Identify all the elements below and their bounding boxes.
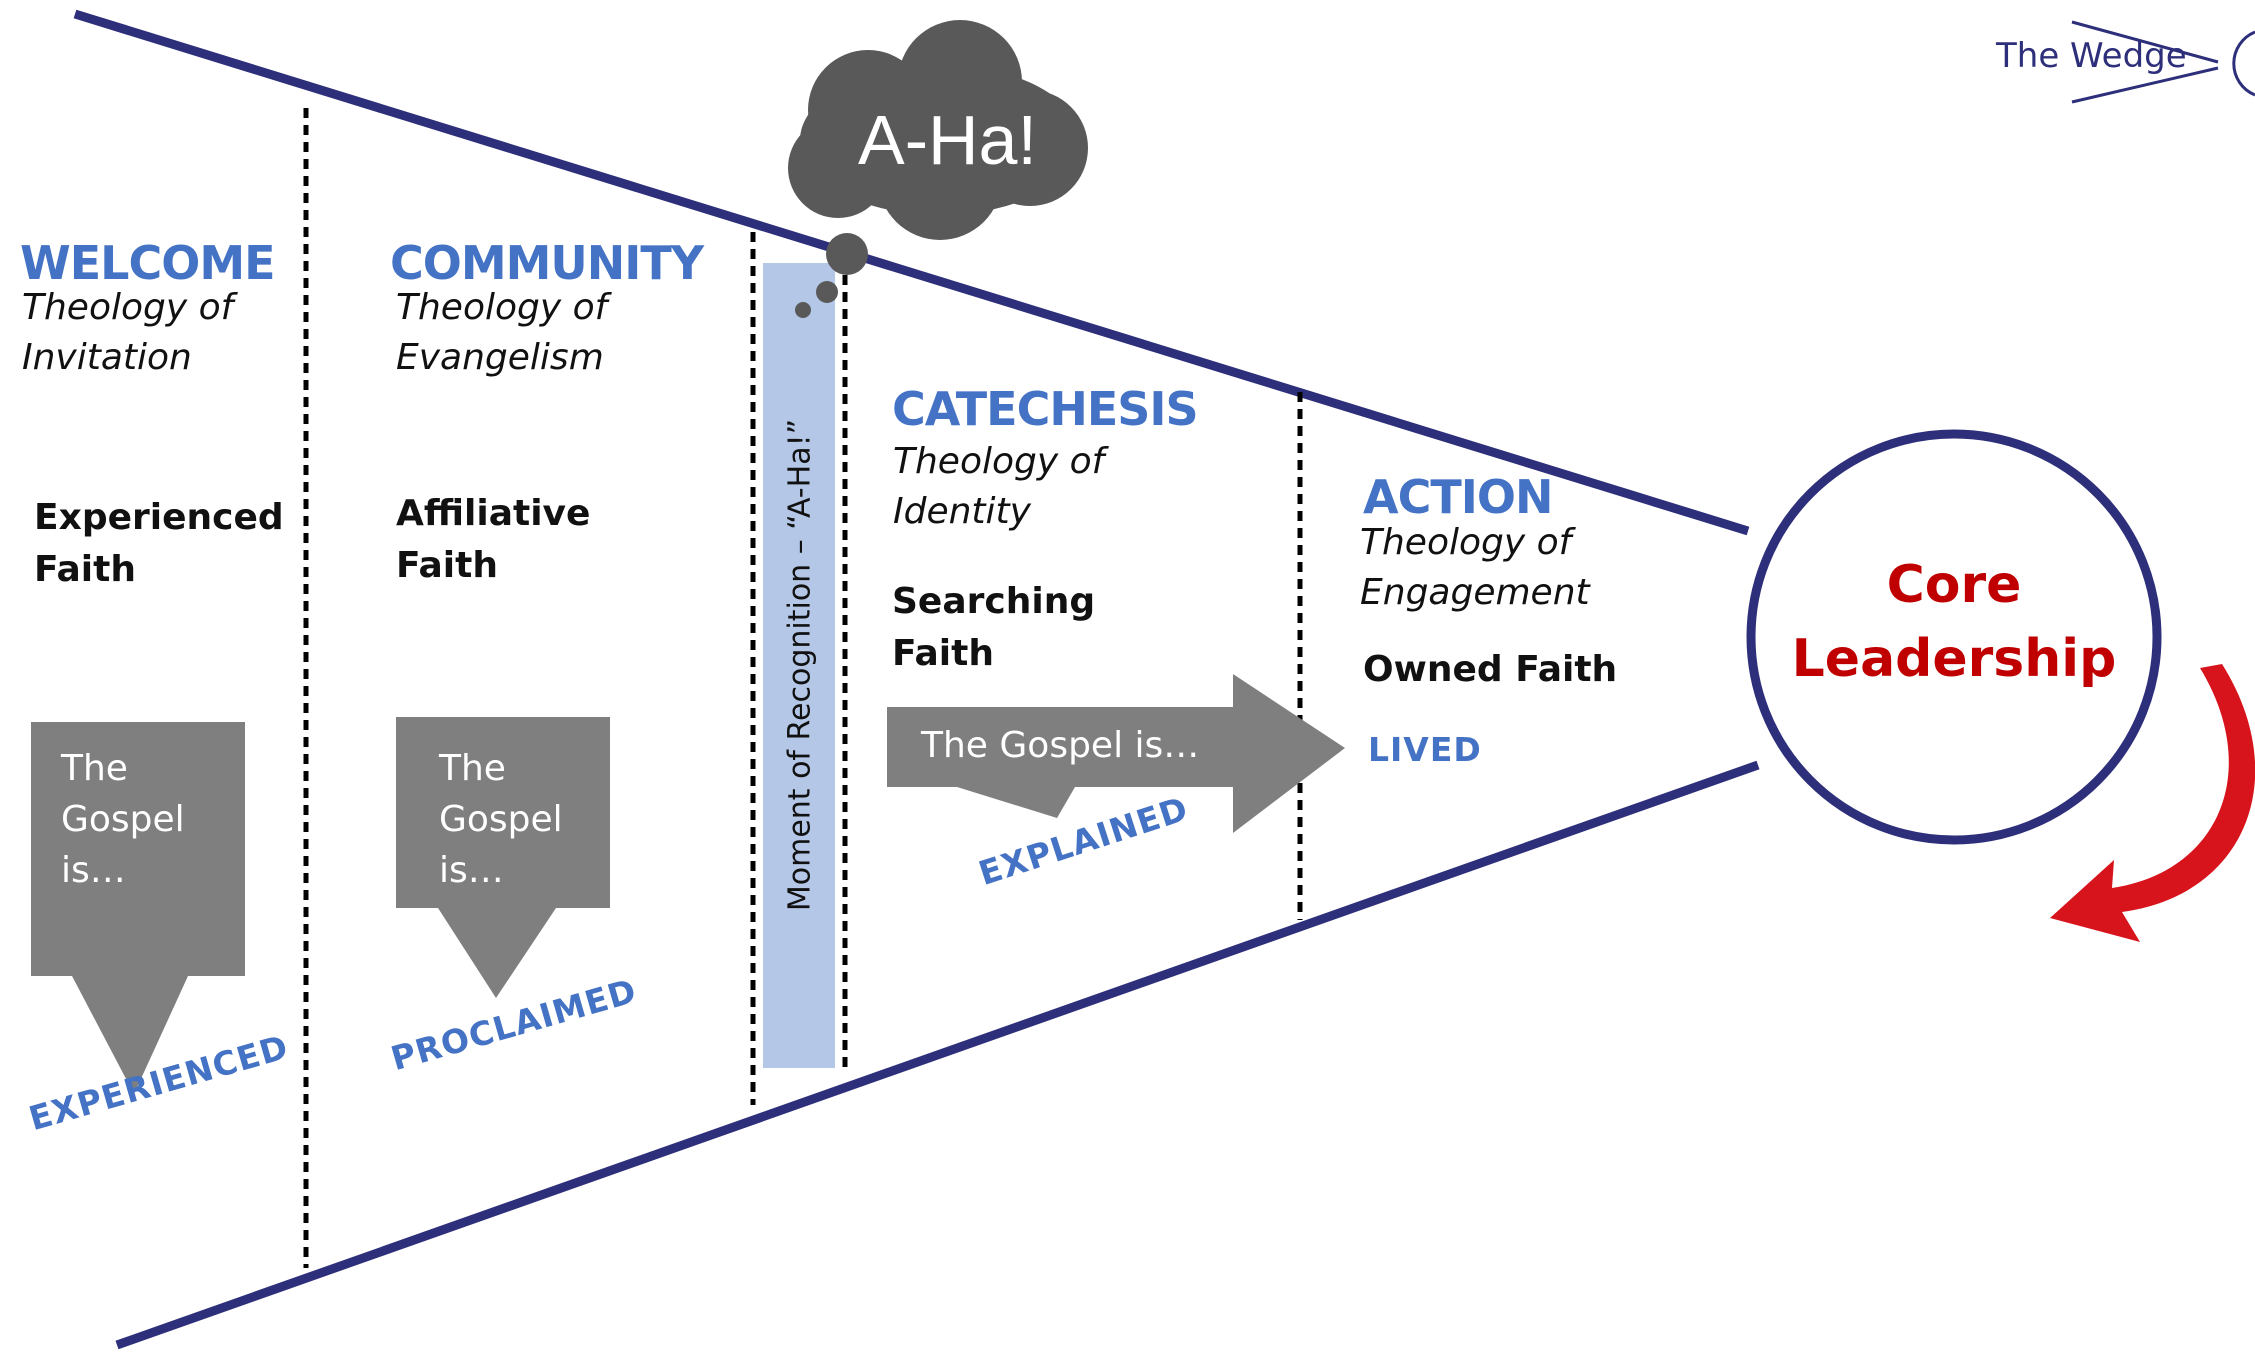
core-leadership-line1: Core bbox=[1886, 555, 2022, 615]
faith-community-line2: Faith bbox=[396, 545, 498, 586]
verb-lived: LIVED bbox=[1368, 730, 1482, 769]
recognition-label: Moment of Recognition – “A-Ha!” bbox=[782, 418, 818, 912]
gospel-catechesis-text: The Gospel is… bbox=[921, 725, 1200, 766]
faith-community-line1: Affiliative bbox=[396, 493, 591, 534]
brand-label: The Wedge bbox=[1996, 36, 2187, 76]
gospel-arrow-catechesis bbox=[887, 674, 1345, 833]
theology-action-line1: Theology of bbox=[1360, 522, 1572, 563]
theology-welcome-line1: Theology of bbox=[22, 287, 234, 328]
faith-action: Owned Faith bbox=[1363, 649, 1618, 690]
thought-cloud bbox=[788, 20, 1088, 318]
gospel-community-line2: Gospel bbox=[439, 799, 563, 840]
stage-title-catechesis: CATECHESIS bbox=[892, 382, 1199, 436]
gospel-welcome-line1: The bbox=[61, 748, 128, 789]
gospel-welcome-line2: Gospel bbox=[61, 799, 185, 840]
stage-title-action: ACTION bbox=[1363, 470, 1553, 524]
recognition-band bbox=[763, 263, 835, 1068]
gospel-callout-welcome bbox=[31, 722, 245, 1094]
theology-community-line1: Theology of bbox=[396, 287, 608, 328]
wedge-logo-icon bbox=[2071, 20, 2255, 104]
theology-action-line2: Engagement bbox=[1360, 572, 1590, 613]
theology-welcome-line2: Invitation bbox=[22, 337, 192, 378]
aha-cloud-text: A-Ha! bbox=[858, 101, 1037, 179]
gospel-callout-community bbox=[396, 717, 610, 998]
gospel-welcome-line3: is… bbox=[61, 850, 126, 891]
gospel-community-line1: The bbox=[439, 748, 506, 789]
theology-catechesis-line1: Theology of bbox=[893, 441, 1105, 482]
wedge-bottom-line bbox=[115, 760, 1760, 1350]
core-leadership-line2: Leadership bbox=[1791, 629, 2117, 689]
wedge-top-line bbox=[73, 9, 1750, 536]
faith-welcome-line1: Experienced bbox=[34, 497, 284, 538]
faith-catechesis-line2: Faith bbox=[892, 633, 994, 674]
stage-title-welcome: WELCOME bbox=[20, 236, 276, 290]
faith-welcome-line2: Faith bbox=[34, 549, 136, 590]
theology-community-line2: Evangelism bbox=[396, 337, 604, 378]
stage-title-community: COMMUNITY bbox=[390, 236, 704, 290]
faith-catechesis-line1: Searching bbox=[892, 581, 1096, 622]
red-curved-arrow bbox=[2050, 664, 2255, 942]
gospel-community-line3: is… bbox=[439, 850, 504, 891]
theology-catechesis-line2: Identity bbox=[893, 491, 1031, 532]
core-leadership-circle bbox=[1746, 429, 2162, 845]
